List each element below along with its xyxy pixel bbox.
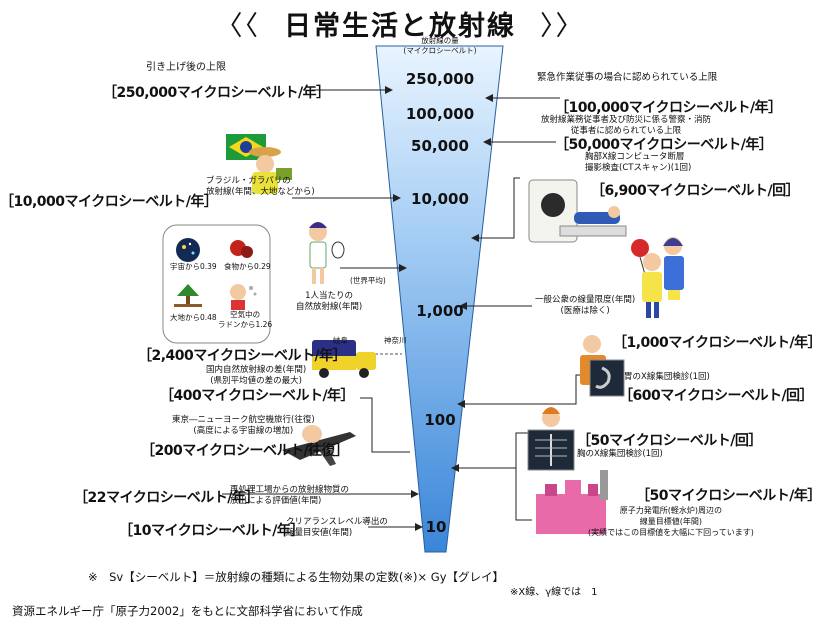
scale-label: 50,000 [411, 137, 469, 155]
ct-scanner-icon [528, 179, 627, 243]
arrow-chest [451, 432, 528, 472]
scale-label: 1,000 [416, 302, 464, 320]
funnel-header: 放射線の量 (マイクロシーベルト) [380, 36, 500, 56]
diagram-canvas [162, 45, 684, 553]
scale-label: 10,000 [411, 190, 469, 208]
regional-value: ［2,400マイクロシーベルト/年］ [138, 348, 347, 364]
children-icon [631, 237, 684, 318]
brazil-caption: ブラジル・ガラパリの 放射線(年間、大地などから) [206, 176, 315, 197]
ct-caption: 胸部X線コンピュータ断層 撮影検査(CTスキャン)(1回) [585, 152, 692, 173]
tennis-player-icon [309, 222, 345, 284]
food-icon [230, 240, 253, 258]
source-radon-label: 空気中の ラドンから1.26 [218, 310, 273, 329]
flight-value: ［200マイクロシーベルト/往復］ [141, 443, 349, 459]
chest-value: ［50マイクロシーベルト/回］ [577, 433, 762, 449]
flight-caption: 東京―ニューヨーク航空機旅行(往復) (高度による宇宙線の増加) [172, 415, 315, 436]
moving-truck-icon [312, 340, 376, 378]
world-average-label: (世界平均) [350, 276, 386, 285]
natural-radiation-caption: 1人当たりの 自然放射線(年間) [296, 291, 363, 312]
public-limit-caption: 一般公衆の線量限度(年間) (医療は除く) [535, 295, 636, 316]
airplane-icon [282, 425, 356, 466]
brazil-value: ［10,000マイクロシーベルト/年］ [0, 194, 218, 210]
title-left-bracket: 〈〈 [215, 11, 260, 42]
formula-note: ※X線、γ線では 1 [510, 587, 598, 598]
source-ground-label: 大地から0.48 [170, 313, 217, 322]
title-text: 日常生活と放射線 [284, 11, 516, 42]
upper-limit-caption: 引き上げ後の上限 [146, 62, 226, 73]
regional-diff-value: ［400マイクロシーベルト/年］ [160, 388, 355, 404]
sievert-formula: ※ Sv【シーベルト】＝放射線の種類による生物効果の定数(※)× Gy【グレイ】 [88, 570, 505, 584]
gifu-label: 岐阜 [333, 336, 348, 345]
emergency-value: ［100,000マイクロシーベルト/年］ [555, 100, 782, 116]
worker-value: ［50,000マイクロシーベルト/年］ [555, 137, 773, 153]
man-with-hat-icon [249, 147, 292, 194]
plant-value: ［50マイクロシーベルト/年］ [636, 488, 821, 504]
ct-value: ［6,900マイクロシーベルト/回］ [591, 183, 800, 199]
title-right-bracket: 〉〉 [540, 11, 585, 42]
funnel-header-unit: (マイクロシーベルト) [403, 46, 477, 55]
galaxy-icon [176, 238, 200, 262]
arrow-ct [471, 177, 520, 242]
scale-label: 100 [424, 411, 456, 429]
arrow-plant [515, 468, 532, 521]
dose-funnel [375, 45, 504, 553]
worker-caption: 放射線業務従事者及び防災に係る警察・消防 従事者に認められている上限 [541, 115, 712, 136]
air-icon [230, 284, 257, 310]
scale-label: 10 [425, 518, 447, 536]
funnel-header-label: 放射線の量 [421, 36, 459, 45]
scale-label: 100,000 [405, 105, 475, 123]
reprocessing-caption: 再処理工場からの放射線物質の 放出による評価値(年間) [230, 485, 350, 506]
clearance-caption: クリアランスレベル導出の 線量目安値(年間) [286, 517, 388, 538]
emergency-caption: 緊急作業従事の場合に認められている上限 [537, 72, 718, 83]
stomach-xray-icon [580, 335, 625, 397]
source-food-label: 食物から0.29 [224, 262, 271, 271]
tree-icon [174, 284, 202, 307]
stomach-value: ［600マイクロシーベルト/回］ [619, 388, 814, 404]
reprocessing-value: ［22マイクロシーベルト/年］ [74, 490, 259, 506]
plant-caption: 原子力発電所(軽水炉)周辺の 線量目標値(年間) (実績ではこの目標値を大幅に下… [588, 506, 754, 537]
chest-caption: 胸のX線集団検診(1回) [577, 449, 663, 459]
public-limit-value: ［1,000マイクロシーベルト/年］ [613, 335, 821, 351]
nuclear-plant-icon [536, 470, 608, 534]
arrow-flight [360, 397, 410, 453]
regional-caption: 国内自然放射線の差(年間) (県別平均値の差の最大) [206, 365, 307, 386]
clearance-value: ［10マイクロシーベルト/年］ [119, 523, 304, 539]
stomach-caption: 胃のX線集団検診(1回) [624, 372, 710, 382]
kanagawa-label: 神奈川 [384, 336, 407, 345]
page-title: 〈〈日常生活と放射線〉〉 [0, 4, 800, 43]
arrow-stomach [457, 374, 580, 408]
chest-xray-icon [527, 407, 575, 471]
upper-limit-value: ［250,000マイクロシーベルト/年］ [103, 85, 330, 101]
scale-label: 250,000 [405, 70, 475, 88]
source-space-label: 宇宙から0.39 [170, 262, 217, 271]
source-credit: 資源エネルギー庁「原子力2002」をもとに文部科学省において作成 [12, 604, 363, 618]
